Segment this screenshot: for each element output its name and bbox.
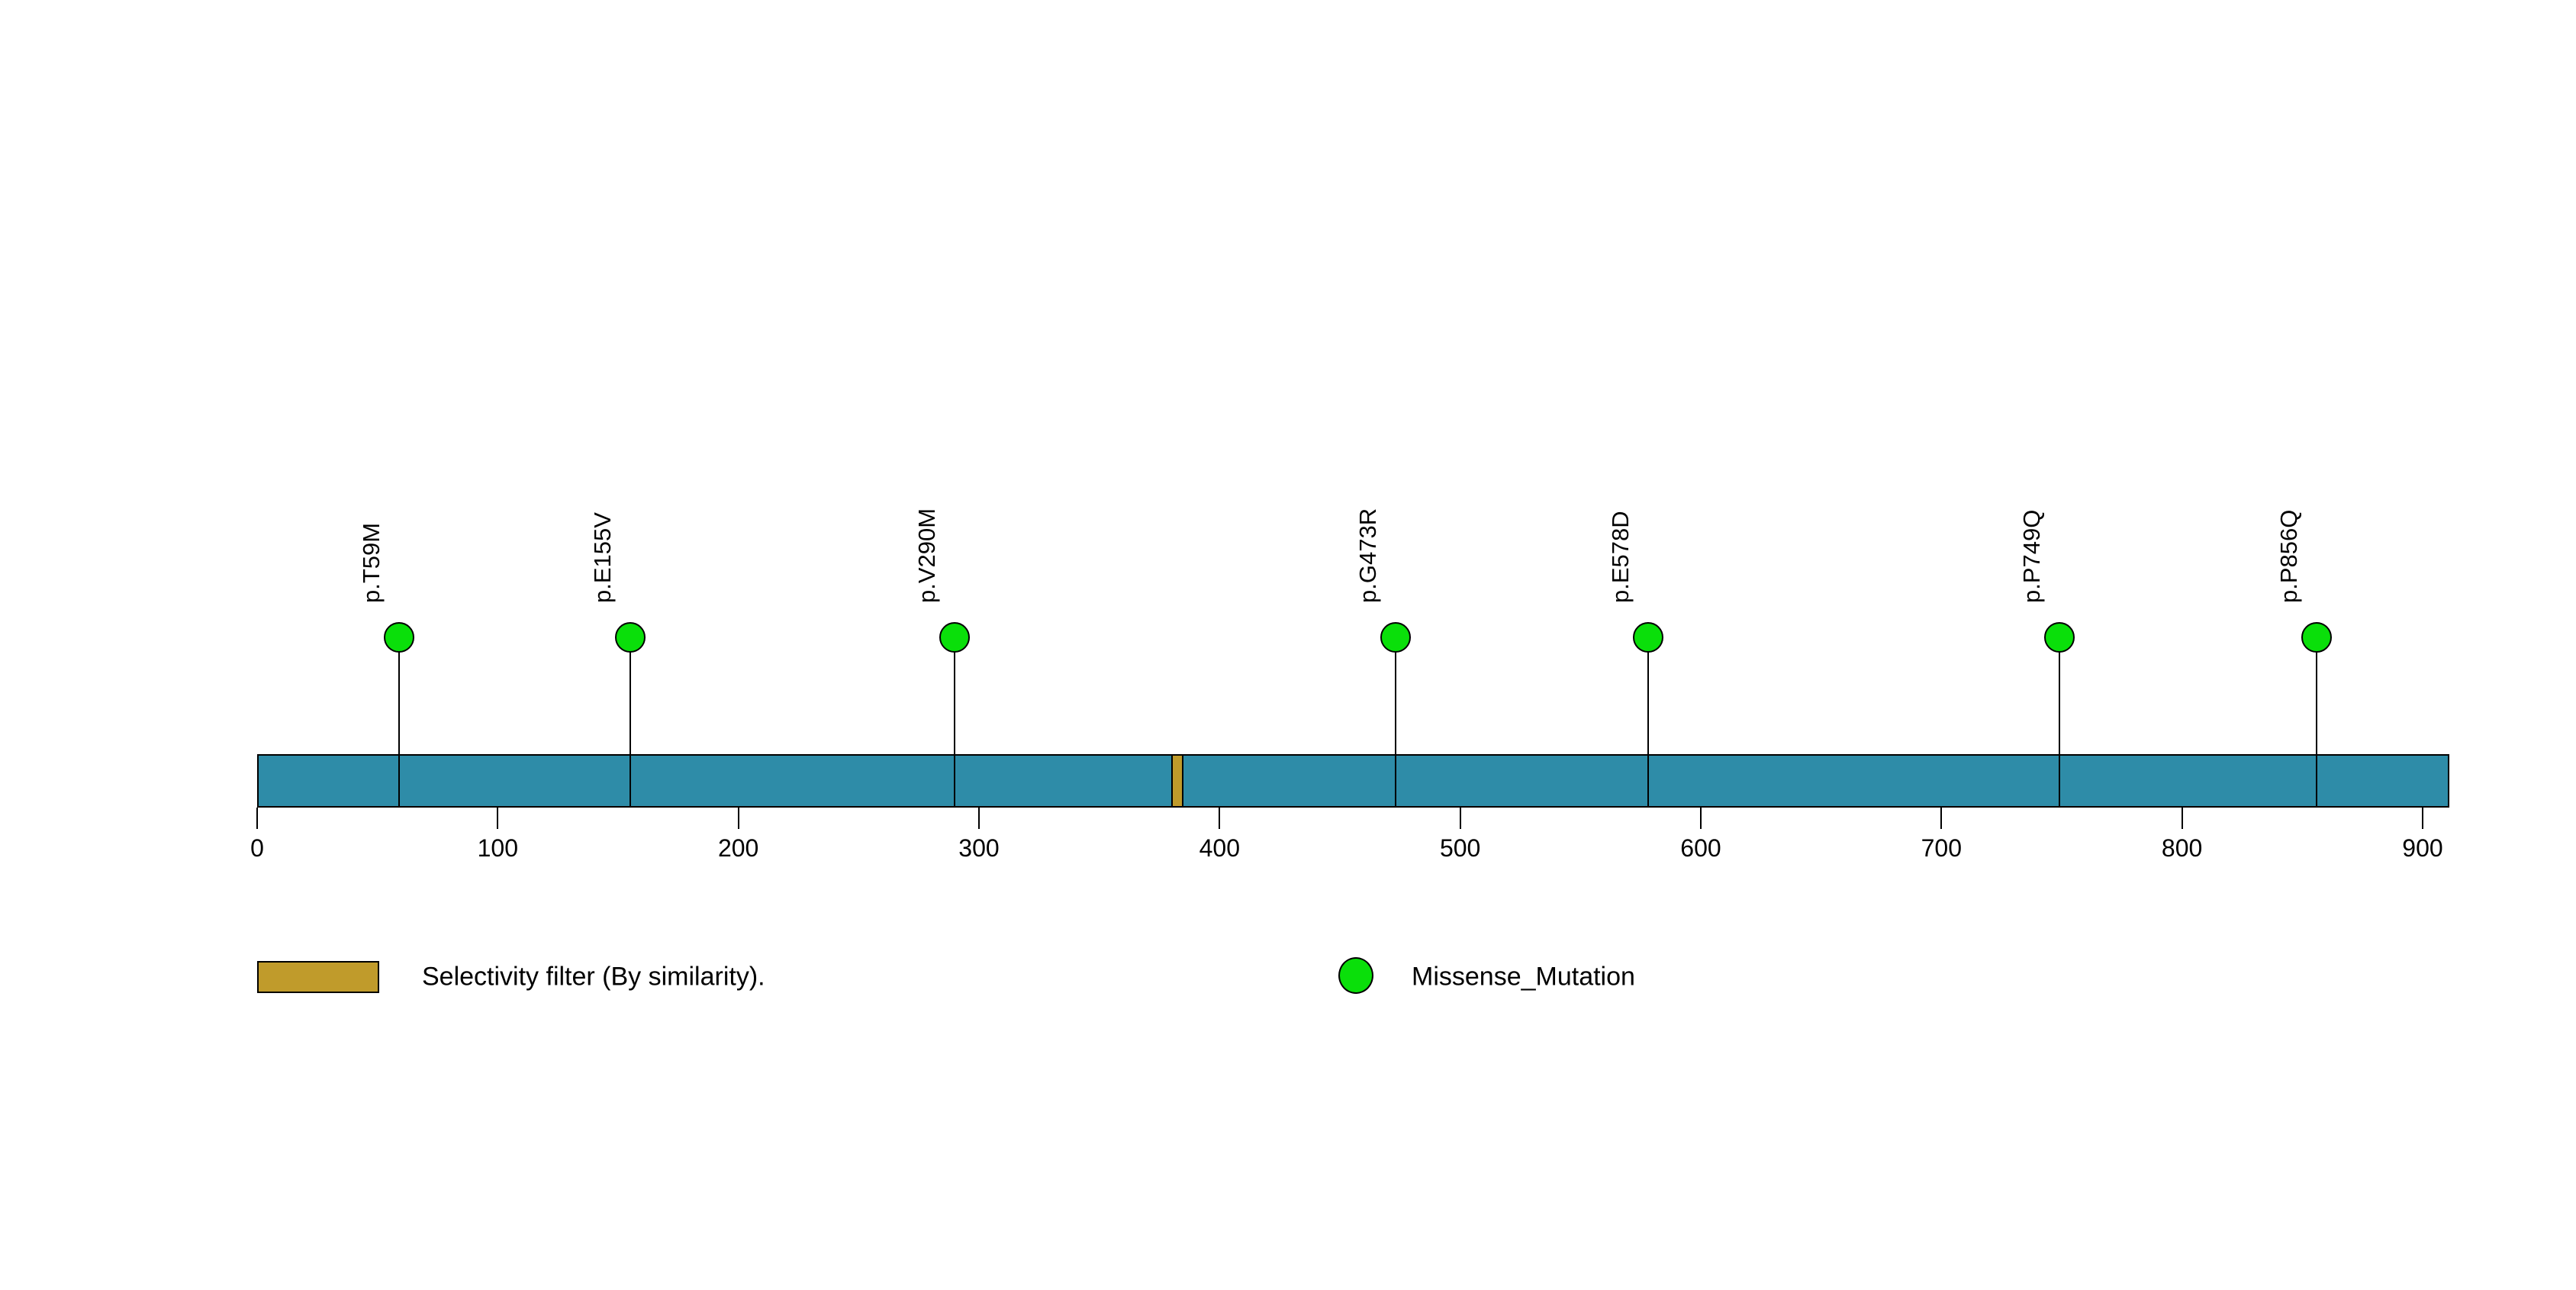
lollipop-stick bbox=[2058, 651, 2060, 808]
legend-missense-swatch bbox=[1338, 957, 1373, 994]
axis-tick bbox=[1699, 808, 1702, 829]
legend-domain-swatch bbox=[257, 961, 379, 993]
lollipop-stick bbox=[398, 651, 401, 808]
lollipop-circle bbox=[939, 622, 971, 653]
lollipop-stick bbox=[2316, 651, 2318, 808]
lollipop-stick bbox=[1647, 651, 1649, 808]
mutation-label: p.T59M bbox=[358, 522, 385, 603]
axis-tick bbox=[737, 808, 739, 829]
legend-domain-label: Selectivity filter (By similarity). bbox=[422, 962, 765, 992]
lollipop-circle bbox=[2301, 622, 2333, 653]
mutation-label: p.P749Q bbox=[2017, 509, 2045, 603]
lollipop-circle bbox=[2043, 622, 2075, 653]
mutation-label: p.P856Q bbox=[2275, 509, 2303, 603]
mutation-label: p.V290M bbox=[913, 508, 941, 603]
axis-tick bbox=[1219, 808, 1221, 829]
lollipop-circle bbox=[614, 622, 646, 653]
legend-missense-label: Missense_Mutation bbox=[1412, 962, 1635, 992]
lollipop-stick bbox=[1394, 651, 1396, 808]
axis-tick bbox=[497, 808, 499, 829]
axis-tick bbox=[2181, 808, 2183, 829]
mutation-label: p.G473R bbox=[1354, 508, 1381, 603]
mutation-label: p.E578D bbox=[1606, 511, 1634, 603]
axis-tick bbox=[977, 808, 980, 829]
protein-backbone bbox=[257, 754, 2449, 808]
axis-tick bbox=[256, 808, 258, 829]
lollipop-stick bbox=[629, 651, 631, 808]
axis-tick-label: 500 bbox=[1439, 834, 1481, 862]
lollipop-circle bbox=[384, 622, 415, 653]
mutation-label: p.E155V bbox=[588, 512, 616, 603]
axis-tick-label: 400 bbox=[1199, 834, 1241, 862]
axis-tick-label: 300 bbox=[958, 834, 1000, 862]
axis-tick-label: 200 bbox=[717, 834, 759, 862]
lollipop-circle bbox=[1380, 622, 1411, 653]
lollipop-circle bbox=[1632, 622, 1663, 653]
axis-tick bbox=[1940, 808, 1943, 829]
axis-tick-label: 900 bbox=[2402, 834, 2443, 862]
axis-tick bbox=[1459, 808, 1461, 829]
axis-tick-label: 0 bbox=[250, 834, 264, 862]
lollipop-stick bbox=[954, 651, 956, 808]
axis-tick-label: 600 bbox=[1680, 834, 1721, 862]
axis-tick-label: 700 bbox=[1921, 834, 1962, 862]
domain-region bbox=[1171, 754, 1184, 808]
axis-tick bbox=[2421, 808, 2423, 829]
axis-tick-label: 100 bbox=[477, 834, 519, 862]
axis-tick-label: 800 bbox=[2161, 834, 2203, 862]
